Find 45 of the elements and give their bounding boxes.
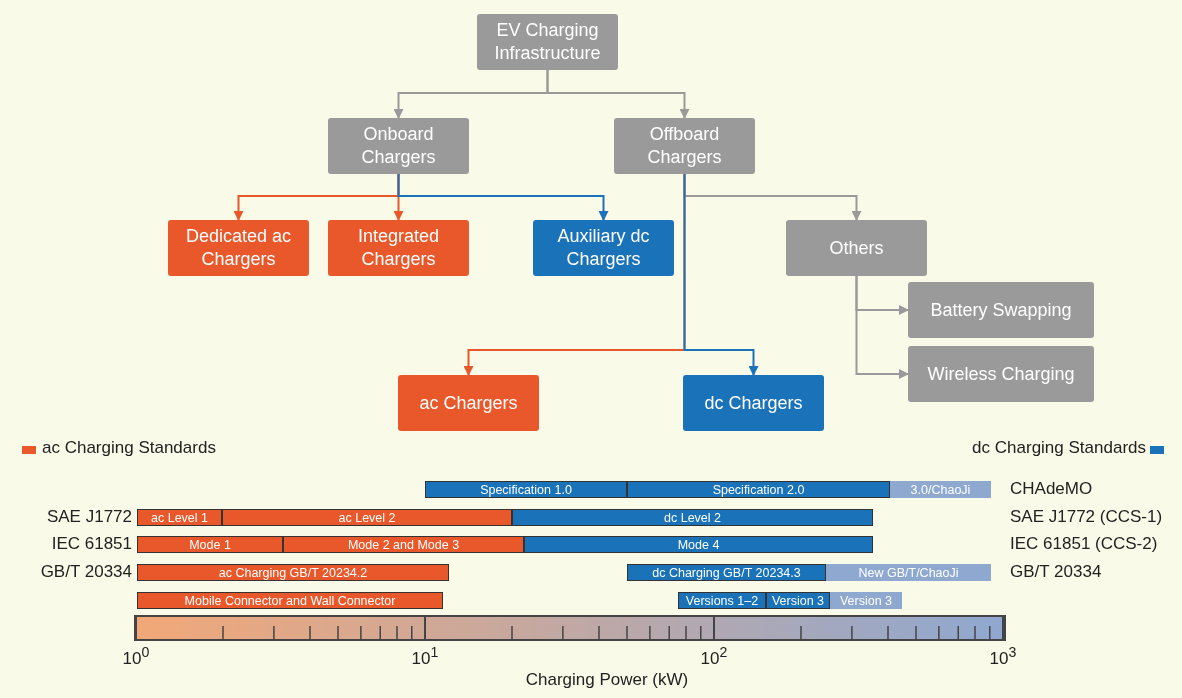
- row-label: SAE J1772 (CCS-1): [1010, 507, 1163, 527]
- tick-label: 10$^{2}$: [700, 644, 728, 669]
- process-box: Offboard Chargers: [614, 118, 755, 174]
- range-bar: Mobile Connector and Wall Connector: [137, 592, 443, 609]
- range-bar: dc Charging GB/T 20234.3: [627, 564, 826, 581]
- range-bar: Specification 2.0: [627, 481, 890, 498]
- tick-label: 10$^{1}$: [411, 644, 439, 669]
- arrow: [855, 275, 909, 379]
- arrow: [683, 173, 759, 376]
- process-box: Dedicated ac Chargers: [168, 220, 309, 276]
- range-bar: dc Level 2: [512, 509, 873, 526]
- range-bar: ac Charging GB/T 20234.2: [137, 564, 449, 581]
- axis-title: Charging Power (kW): [525, 670, 689, 690]
- tick-label: 10$^{0}$: [122, 644, 150, 669]
- row-label: GB/T 20334: [40, 562, 132, 582]
- tick-label: 10$^{3}$: [989, 644, 1017, 669]
- process-box: ac Chargers: [398, 375, 539, 431]
- process-box: dc Chargers: [683, 375, 824, 431]
- range-bar: 3.0/ChaoJi: [890, 481, 991, 498]
- legend-label: dc Charging Standards: [972, 438, 1146, 458]
- row-label: IEC 61851: [51, 534, 132, 554]
- range-bar: ac Level 2: [222, 509, 512, 526]
- range-bar: Mode 4: [524, 536, 873, 553]
- process-box: Others: [786, 220, 927, 276]
- range-bar: Mode 2 and Mode 3: [283, 536, 524, 553]
- arrow: [397, 173, 609, 221]
- process-box: EV Charging Infrastructure: [477, 14, 618, 70]
- process-box: Onboard Chargers: [328, 118, 469, 174]
- legend-label: ac Charging Standards: [42, 438, 216, 458]
- range-bar: Version 3: [830, 592, 902, 609]
- range-bar: Mode 1: [137, 536, 283, 553]
- process-box: Wireless Charging: [908, 346, 1094, 402]
- arrow: [546, 69, 690, 119]
- row-label: CHAdeMO: [1010, 479, 1093, 499]
- range-bar: Version 3: [766, 592, 830, 609]
- process-box: Integrated Chargers: [328, 220, 469, 276]
- process-box: Battery Swapping: [908, 282, 1094, 338]
- range-bar: Specification 1.0: [425, 481, 627, 498]
- row-label: IEC 61851 (CCS-2): [1010, 534, 1158, 554]
- row-label: GB/T 20334: [1010, 562, 1102, 582]
- row-label: SAE J1772: [46, 507, 132, 527]
- range-bar: Versions 1–2: [678, 592, 766, 609]
- range-bar: New GB/T/ChaoJi: [826, 564, 991, 581]
- range-bar: ac Level 1: [137, 509, 222, 526]
- process-box: Auxiliary dc Chargers: [533, 220, 674, 276]
